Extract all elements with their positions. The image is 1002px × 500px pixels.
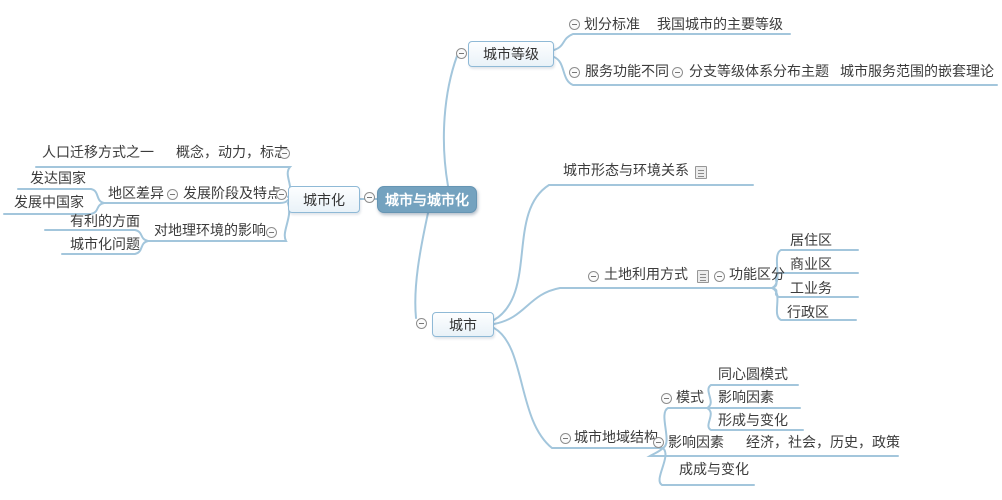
collapse-icon-regional-diff[interactable] xyxy=(167,189,178,200)
node-factor-detail[interactable]: 经济，社会，历史，政策 xyxy=(746,434,900,450)
node-concept-power-sign[interactable]: 概念，动力，标志 xyxy=(176,144,288,160)
collapse-icon-city[interactable] xyxy=(416,318,427,329)
node-main-city-levels[interactable]: 我国城市的主要等级 xyxy=(657,16,783,32)
collapse-icon-pattern[interactable] xyxy=(661,393,672,404)
collapse-icon-env-impact[interactable] xyxy=(266,227,277,238)
node-urbanization-problems[interactable]: 城市化问题 xyxy=(70,236,140,252)
node-zone-commercial[interactable]: 商业区 xyxy=(790,256,832,272)
collapse-icon-functional-zones[interactable] xyxy=(714,271,725,282)
node-regional-structure[interactable]: 城市地域结构 xyxy=(574,429,658,445)
node-developing-countries[interactable]: 发展中国家 xyxy=(14,194,84,210)
collapse-icon-city-level[interactable] xyxy=(456,48,467,59)
node-regional-diff[interactable]: 地区差异 xyxy=(108,185,164,201)
node-functional-zones[interactable]: 功能区分 xyxy=(729,266,785,282)
node-zone-administrative[interactable]: 行政区 xyxy=(787,304,829,320)
collapse-icon-land-use[interactable] xyxy=(588,271,599,282)
collapse-icon-service-diff[interactable] xyxy=(569,67,580,78)
node-pattern-factors[interactable]: 影响因素 xyxy=(718,389,774,405)
topic-urbanization[interactable]: 城市化 xyxy=(288,186,360,213)
node-land-use[interactable]: 土地利用方式 xyxy=(604,266,688,282)
node-pattern[interactable]: 模式 xyxy=(676,389,704,405)
node-city-form-env[interactable]: 城市形态与环境关系 xyxy=(563,162,689,178)
topic-city[interactable]: 城市 xyxy=(432,312,494,337)
node-service-diff[interactable]: 服务功能不同 xyxy=(585,63,669,79)
collapse-icon-influence-factors[interactable] xyxy=(653,437,664,448)
node-nested-theory[interactable]: 城市服务范围的嵌套理论 xyxy=(840,63,994,79)
collapse-icon-regional-structure[interactable] xyxy=(560,433,571,444)
collapse-icon-division-standard[interactable] xyxy=(569,19,580,30)
notes-icon[interactable] xyxy=(695,166,707,179)
collapse-icon-concept[interactable] xyxy=(279,148,290,159)
node-developed-countries[interactable]: 发达国家 xyxy=(30,170,86,186)
node-formation-change[interactable]: 形成与变化 xyxy=(718,412,788,428)
collapse-icon-dev-stage[interactable] xyxy=(276,189,287,200)
node-env-impact[interactable]: 对地理环境的影响 xyxy=(154,222,266,238)
node-concentric-model[interactable]: 同心圆模式 xyxy=(718,366,788,382)
topic-city-level[interactable]: 城市等级 xyxy=(468,41,554,67)
node-influence-factors[interactable]: 影响因素 xyxy=(668,434,724,450)
node-division-standard[interactable]: 划分标准 xyxy=(584,16,640,32)
node-migration-type[interactable]: 人口迁移方式之一 xyxy=(42,144,154,160)
central-topic[interactable]: 城市与城市化 xyxy=(377,186,477,213)
collapse-icon-central[interactable] xyxy=(364,192,375,203)
node-composition-change[interactable]: 成成与变化 xyxy=(679,461,749,477)
collapse-icon-branch-system[interactable] xyxy=(672,67,683,78)
node-dev-stage-traits[interactable]: 发展阶段及特点 xyxy=(183,185,281,201)
node-favorable-aspects[interactable]: 有利的方面 xyxy=(70,213,140,229)
node-branch-system[interactable]: 分支等级体系分布主题 xyxy=(689,63,829,79)
node-zone-residential[interactable]: 居住区 xyxy=(790,232,832,248)
node-zone-industrial[interactable]: 工业务 xyxy=(790,280,832,296)
notes-icon[interactable] xyxy=(697,270,709,283)
